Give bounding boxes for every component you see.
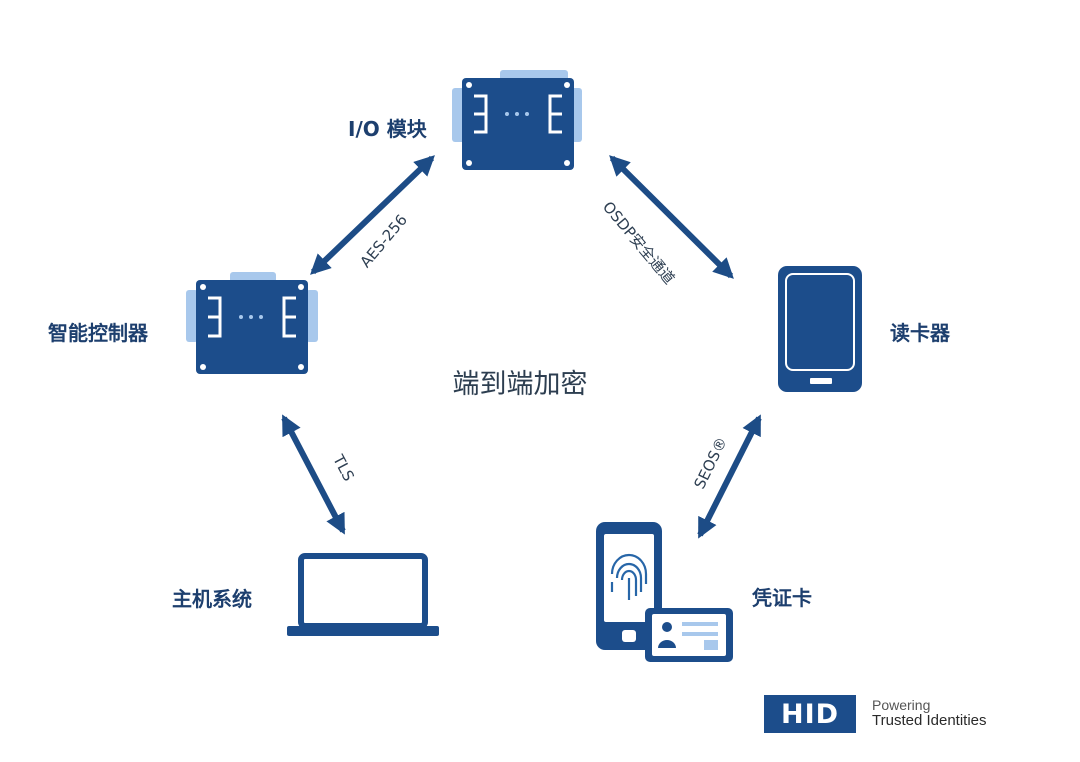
tagline-line-2: Trusted Identities	[872, 712, 987, 729]
card-reader-label: 读卡器	[890, 321, 950, 345]
tagline: Powering Trusted Identities	[872, 697, 987, 729]
hid-logo: HID	[764, 695, 856, 733]
card-reader-icon	[778, 266, 862, 392]
io-module-label: I/O 模块	[348, 117, 427, 141]
laptop-icon	[287, 553, 439, 636]
arrow-reader-credential	[697, 414, 762, 539]
arrow-controller-io	[310, 155, 435, 275]
controller-icon	[186, 272, 318, 374]
tagline-line-1: Powering	[872, 697, 931, 713]
io-module-icon	[452, 70, 582, 170]
host-system-label: 主机系统	[172, 587, 252, 611]
smart-controller-label: 智能控制器	[48, 321, 148, 345]
credential-icon	[596, 522, 733, 662]
center-title: 端到端加密	[452, 369, 588, 400]
arrow-io-reader	[609, 155, 734, 279]
credential-label: 凭证卡	[752, 586, 812, 610]
arrow-controller-host	[281, 414, 346, 535]
